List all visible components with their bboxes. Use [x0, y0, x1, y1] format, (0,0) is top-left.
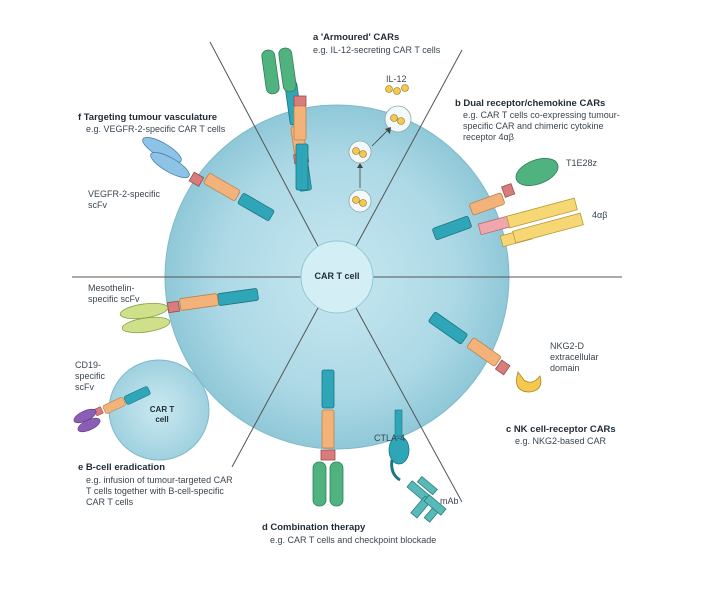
panel-f-heading: f Targeting tumour vasculature — [78, 112, 217, 123]
panel-e-letter: e — [78, 462, 84, 473]
panel-b-title: Dual receptor/chemokine CARs — [463, 98, 606, 109]
panel-b-subtitle: e.g. CAR T cells co-expressing tumour-sp… — [463, 110, 620, 142]
panel-c-heading: c NK cell-receptor CARs — [506, 424, 616, 435]
panel-c-subtitle: e.g. NKG2-based CAR — [515, 436, 607, 446]
vegfr2-label: VEGFR-2-specific scFv — [88, 189, 161, 210]
panel-e-subtitle: e.g. infusion of tumour-targeted CAR T c… — [86, 475, 233, 507]
car-receptor-c — [428, 311, 542, 393]
panel-d-heading: d Combination therapy — [262, 522, 365, 533]
center-label: CAR T cell — [314, 271, 360, 281]
ctla4-receptor — [388, 409, 410, 482]
panel-b-heading: b Dual receptor/chemokine CARs — [455, 98, 605, 109]
ctla4-label: CTLA-4 — [374, 433, 406, 443]
il12-vesicles — [348, 84, 412, 213]
car-receptor-f — [142, 137, 275, 221]
panel-a-heading: a 'Armoured' CARs — [313, 32, 399, 43]
car-receptor-mesothelin — [119, 288, 259, 334]
panel-a-title: 'Armoured' CARs — [320, 32, 400, 43]
car-receptor-e — [73, 386, 151, 433]
panel-f-title: Targeting tumour vasculature — [83, 112, 218, 123]
panel-d-subtitle: e.g. CAR T cells and checkpoint blockade — [270, 535, 437, 545]
panel-a-letter: a — [313, 32, 319, 43]
panel-f-letter: f — [78, 112, 82, 123]
nkg2d-label: NKG2-D extracellular domain — [550, 341, 599, 373]
small-cell-label: CAR T cell — [149, 405, 175, 424]
mesothelin-label: Mesothelin-specific scFv — [88, 283, 140, 304]
panel-c-letter: c — [506, 424, 512, 435]
scfv-a — [261, 47, 309, 191]
4ab-label: 4αβ — [592, 210, 608, 220]
car-receptor-b — [432, 158, 559, 240]
panel-c-title: NK cell-receptor CARs — [513, 424, 616, 435]
panel-a-subtitle: e.g. IL-12-secreting CAR T cells — [313, 45, 441, 55]
sector-dividers — [72, 41, 622, 503]
t1e28z-label: T1E28z — [566, 158, 598, 168]
car-receptor-d — [312, 369, 344, 507]
cd19-label: CD19-specific scFv — [75, 360, 106, 392]
panel-b-letter: b — [455, 98, 461, 109]
il12-label: IL-12 — [386, 74, 407, 84]
mab-label: mAb — [440, 496, 459, 506]
panel-f-subtitle: e.g. VEGFR-2-specific CAR T cells — [86, 124, 226, 134]
panel-d-title: Combination therapy — [270, 522, 366, 533]
center-circle — [300, 240, 374, 314]
chimeric-receptor-4ab — [477, 197, 584, 248]
panel-e-heading: e B-cell eradication — [78, 462, 165, 473]
panel-d-letter: d — [262, 522, 268, 533]
mab-antibody — [406, 475, 447, 523]
panel-e-title: B-cell eradication — [85, 462, 166, 473]
